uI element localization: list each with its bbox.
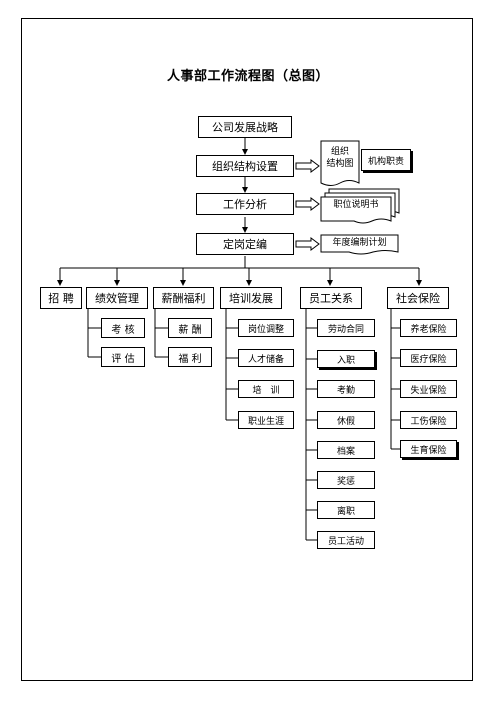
- training-item-1: 岗位调整: [238, 319, 294, 337]
- insurance-item-2: 医疗保险: [400, 349, 457, 367]
- dept-employee-relations: 员工关系: [300, 287, 362, 309]
- comp-item-salary-label: 薪 酬: [178, 324, 202, 336]
- insurance-item-1-label: 养老保险: [410, 324, 447, 335]
- relations-item-1: 劳动合同: [317, 319, 375, 337]
- perf-item-evaluation-label: 评 估: [111, 353, 135, 365]
- relations-item-3-label: 考勤: [336, 385, 355, 396]
- job-duties-doc: 机构职责: [361, 149, 411, 171]
- relations-item-8: 员工活动: [317, 531, 375, 549]
- insurance-item-2-label: 医疗保险: [410, 354, 447, 365]
- staffing-label: 定岗定编: [223, 238, 267, 251]
- relations-item-7: 离职: [317, 501, 375, 519]
- page-title: 人事部工作流程图（总图）: [166, 69, 329, 84]
- org-chart-doc: 组织 结构图: [326, 147, 354, 169]
- dept-performance-label: 绩效管理: [95, 292, 139, 305]
- relations-item-1-label: 劳动合同: [327, 324, 364, 335]
- perf-item-appraisal-label: 考 核: [111, 324, 135, 336]
- job-duties-label: 机构职责: [367, 156, 404, 167]
- insurance-item-3-label: 失业保险: [410, 385, 447, 396]
- comp-item-welfare: 福 利: [168, 347, 212, 367]
- training-item-3: 培 训: [238, 380, 294, 398]
- dept-training-label: 培训发展: [229, 292, 273, 305]
- page-frame: [21, 18, 473, 681]
- insurance-item-4: 工伤保险: [400, 411, 457, 429]
- dept-recruitment: 招 聘: [40, 287, 82, 309]
- strategy-box: 公司发展战略: [198, 116, 292, 138]
- relations-item-4: 休假: [317, 411, 375, 429]
- relations-item-2: 入职: [317, 350, 375, 368]
- dept-compensation: 薪酬福利: [153, 287, 214, 309]
- dept-training: 培训发展: [220, 287, 282, 309]
- training-item-2-label: 人才储备: [247, 354, 284, 365]
- training-item-2: 人才储备: [238, 349, 294, 367]
- dept-social-insurance: 社会保险: [387, 287, 449, 309]
- relations-item-8-label: 员工活动: [327, 536, 364, 547]
- insurance-item-5-label: 生育保险: [410, 445, 447, 456]
- relations-item-2-label: 入职: [336, 355, 355, 366]
- training-item-4: 职业生涯: [238, 411, 294, 429]
- insurance-item-4-label: 工伤保险: [410, 416, 447, 427]
- job-analysis-label: 工作分析: [223, 198, 267, 211]
- job-description-doc: 职位说明书: [333, 200, 379, 210]
- dept-performance: 绩效管理: [86, 287, 148, 309]
- training-item-4-label: 职业生涯: [247, 416, 284, 427]
- relations-item-6: 奖惩: [317, 471, 375, 489]
- training-item-1-label: 岗位调整: [247, 324, 284, 335]
- perf-item-appraisal: 考 核: [101, 318, 145, 338]
- relations-item-6-label: 奖惩: [336, 476, 355, 487]
- staffing-box: 定岗定编: [196, 233, 294, 255]
- relations-item-4-label: 休假: [336, 416, 355, 427]
- comp-item-welfare-label: 福 利: [178, 353, 202, 365]
- org-structure-box: 组织结构设置: [196, 155, 294, 177]
- dept-employee-relations-label: 员工关系: [309, 292, 353, 305]
- annual-plan-doc: 年度编制计划: [332, 238, 387, 248]
- strategy-label: 公司发展战略: [212, 121, 278, 134]
- insurance-item-3: 失业保险: [400, 380, 457, 398]
- relations-item-3: 考勤: [317, 380, 375, 398]
- dept-recruitment-label: 招 聘: [48, 292, 74, 305]
- insurance-item-1: 养老保险: [400, 319, 457, 337]
- dept-compensation-label: 薪酬福利: [161, 292, 206, 305]
- org-structure-label: 组织结构设置: [212, 160, 278, 173]
- perf-item-evaluation: 评 估: [101, 347, 145, 367]
- training-item-3-label: 培 训: [252, 385, 280, 396]
- relations-item-7-label: 离职: [336, 506, 355, 517]
- job-analysis-box: 工作分析: [196, 193, 294, 215]
- dept-social-insurance-label: 社会保险: [396, 292, 440, 305]
- relations-item-5-label: 档案: [336, 446, 355, 457]
- insurance-item-5: 生育保险: [400, 440, 457, 458]
- relations-item-5: 档案: [317, 441, 375, 459]
- comp-item-salary: 薪 酬: [168, 318, 212, 338]
